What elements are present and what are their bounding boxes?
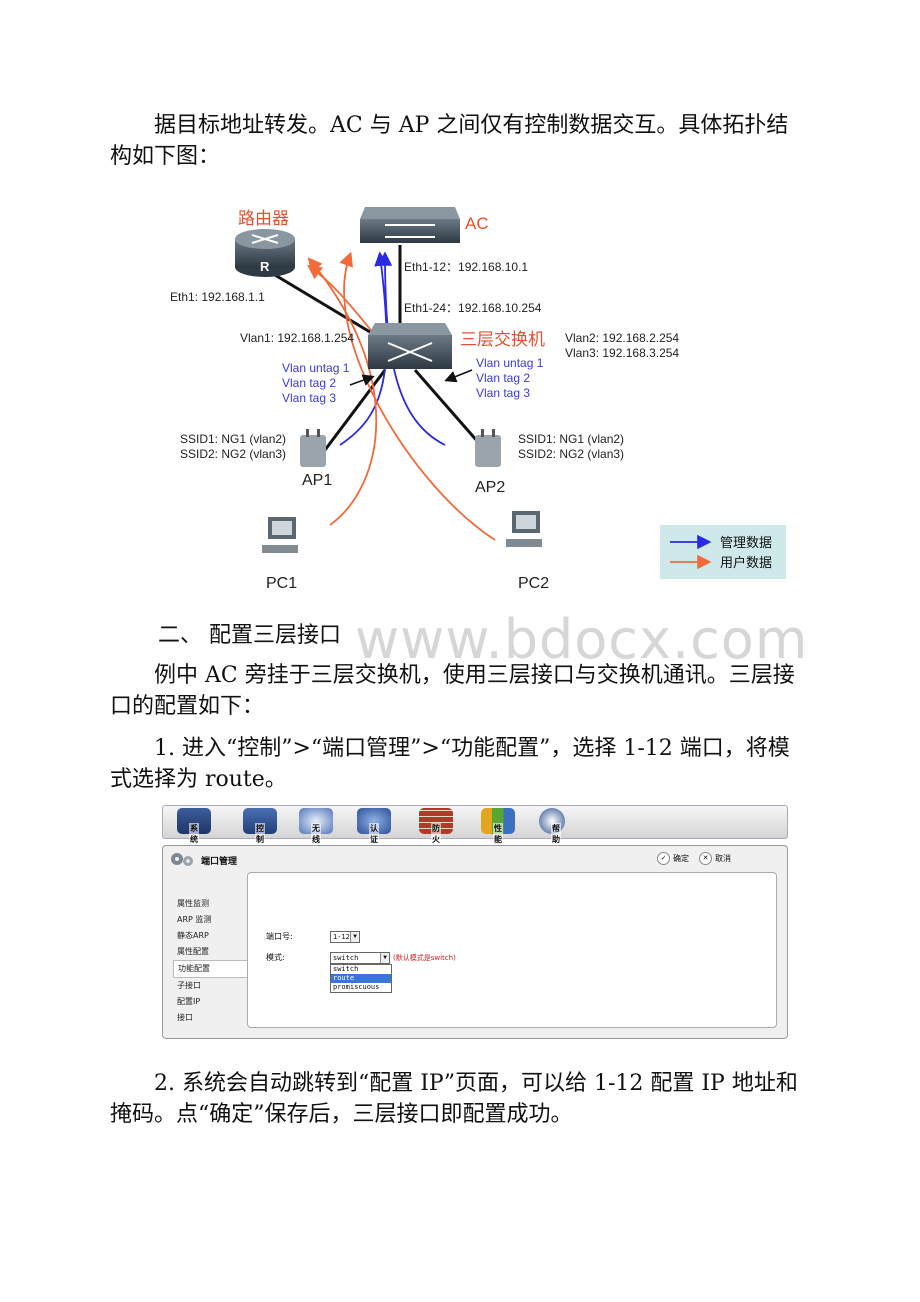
port-management-panel: 端口管理 ✓确定 ✕取消 属性监测 ARP 监测 静态ARP 属性配置 功能配置… (162, 845, 788, 1039)
paragraph-config: 例中 AC 旁挂于三层交换机，使用三层接口与交换机通讯。三层接口的配置如下： (110, 663, 795, 719)
ap2-ssid1: SSID1: NG1 (vlan2) (518, 432, 624, 446)
ap2-label: AP2 (475, 479, 505, 496)
main-toolbar: 系统 控制 无线 认证 防火墙 性能 帮助 (162, 805, 788, 856)
sidebar-item-arp-monitor[interactable]: ARP 监测 (177, 915, 212, 924)
ap1-icon (300, 429, 326, 467)
sidebar-item-attr-config[interactable]: 属性配置 (177, 947, 209, 956)
right-vlan-2: Vlan tag 2 (476, 371, 530, 385)
user-flow-pc2 (339, 251, 496, 541)
paragraph-step1: 1. 进入“控制”>“端口管理”>“功能配置”，选择 1-12 端口，将模式选择… (110, 736, 790, 792)
legend-mgmt: 管理数据 (720, 535, 772, 550)
left-vlan-2: Vlan tag 2 (282, 376, 336, 390)
layer3-switch-icon (368, 323, 452, 369)
left-vlan-3: Vlan tag 3 (282, 391, 336, 405)
sidebar-menu: 属性监测 ARP 监测 静态ARP 属性配置 功能配置 子接口 配置IP 接口 (173, 896, 256, 1026)
pc1-label: PC1 (266, 575, 297, 592)
port-select[interactable]: 1-12▼ (330, 931, 360, 943)
sidebar-item-subinterface[interactable]: 子接口 (177, 981, 201, 990)
right-vlan-1: Vlan untag 1 (476, 356, 544, 370)
port-label: 端口号: (266, 932, 293, 941)
legend-user: 用户数据 (720, 555, 772, 570)
switch-label: 三层交换机 (460, 330, 545, 349)
ap2-icon (475, 429, 501, 467)
ac-label: AC (465, 214, 489, 233)
link-lines (274, 245, 487, 451)
paragraph-intro: 据目标地址转发。AC 与 AP 之间仅有控制数据交互。具体拓扑结构如下图： (110, 113, 789, 169)
chevron-down-icon: ▼ (380, 953, 389, 963)
close-icon: ✕ (699, 852, 712, 865)
mode-option-route[interactable]: route (331, 974, 391, 983)
pc1-icon (262, 517, 298, 553)
sidebar-item-config-ip[interactable]: 配置IP (177, 997, 201, 1006)
user-flow-switch (307, 264, 376, 336)
pc2-icon (506, 511, 542, 547)
sidebar-item-attr-monitor[interactable]: 属性监测 (177, 899, 209, 908)
vlan2-label: Vlan2: 192.168.2.254 (565, 331, 679, 345)
section-heading: 二、 配置三层接口 (158, 623, 341, 648)
paragraph-step2: 2. 系统会自动跳转到“配置 IP”页面，可以给 1-12 配置 IP 地址和掩… (110, 1071, 798, 1127)
mode-select[interactable]: switch▼ (330, 952, 390, 964)
check-icon: ✓ (657, 852, 670, 865)
mode-note: (默认模式是switch) (393, 954, 456, 962)
gear-icon (171, 853, 193, 866)
eth1-24-label: Eth1-24：192.168.10.254 (404, 301, 542, 315)
content-area: 端口号: 1-12▼ 模式: switch▼ (默认模式是switch) swi… (247, 872, 777, 1028)
left-vlan-1: Vlan untag 1 (282, 361, 350, 375)
watermark: www.bdocx.com (355, 608, 809, 671)
mode-option-promiscuous[interactable]: promiscuous (333, 983, 380, 991)
ap1-ssid1: SSID1: NG1 (vlan2) (180, 432, 286, 446)
ac-switch-icon (360, 207, 460, 243)
vlan3-label: Vlan3: 192.168.3.254 (565, 346, 679, 360)
mgmt-flow-ap1 (339, 251, 389, 446)
panel-title: 端口管理 (201, 857, 238, 867)
mode-option-switch[interactable]: switch (333, 965, 359, 973)
router-icon: R (235, 229, 295, 277)
eth1-label: Eth1: 192.168.1.1 (170, 290, 265, 304)
right-vlan-3: Vlan tag 3 (476, 386, 530, 400)
sidebar-item-static-arp[interactable]: 静态ARP (177, 931, 209, 940)
network-topology-diagram: R 路由器 AC 三层交换机 Eth1: 192.168.1.1 Eth1-12… (170, 207, 786, 592)
ap1-label: AP1 (302, 472, 332, 489)
router-label: 路由器 (238, 209, 289, 228)
mode-dropdown: switch route promiscuous (330, 964, 392, 993)
chevron-down-icon: ▼ (350, 932, 359, 942)
mgmt-flow-ap2 (377, 251, 446, 446)
vlan1-label: Vlan1: 192.168.1.254 (240, 331, 354, 345)
cancel-button[interactable]: ✕取消 (699, 852, 731, 865)
ap2-ssid2: SSID2: NG2 (vlan3) (518, 447, 624, 461)
user-flow-pc1 (307, 257, 377, 526)
ap1-ssid2: SSID2: NG2 (vlan3) (180, 447, 286, 461)
ok-button[interactable]: ✓确定 (657, 852, 689, 865)
svg-text:R: R (260, 259, 270, 274)
legend: 管理数据 用户数据 (660, 525, 786, 579)
mode-label: 模式: (266, 953, 285, 962)
eth1-12-label: Eth1-12：192.168.10.1 (404, 260, 528, 274)
pc2-label: PC2 (518, 575, 549, 592)
admin-screenshot: 系统 控制 无线 认证 防火墙 性能 帮助 端口管理 ✓确定 ✕取消 属性监测 … (162, 805, 788, 1045)
sidebar-item-interface[interactable]: 接口 (177, 1013, 193, 1022)
sidebar-item-function-config[interactable]: 功能配置 (173, 960, 256, 978)
